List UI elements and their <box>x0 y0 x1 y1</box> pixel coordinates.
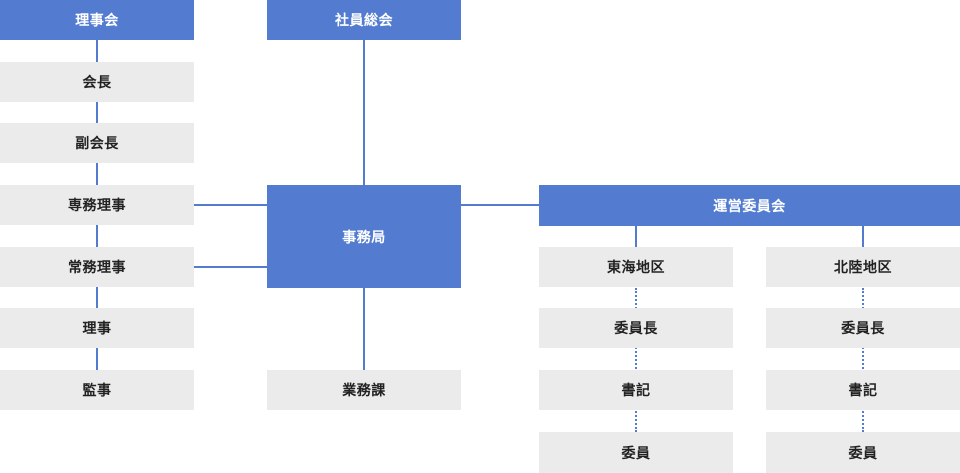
connector-meeting-secretariat <box>363 40 365 185</box>
connector-committee-tokai <box>635 226 637 247</box>
business-section-box: 業務課 <box>267 370 461 410</box>
board-role-vice-chairman: 副会長 <box>0 123 194 163</box>
board-role-senmu-director: 専務理事 <box>0 185 194 225</box>
connector-secretariat-committee <box>461 204 539 206</box>
secretariat-box: 事務局 <box>267 185 461 288</box>
tokai-role-chair: 委員長 <box>539 308 733 348</box>
dotted-connector-hokuriku <box>862 288 864 432</box>
tokai-role-member: 委員 <box>539 432 733 473</box>
board-role-director: 理事 <box>0 308 194 348</box>
region-hokuriku: 北陸地区 <box>766 247 960 287</box>
tokai-role-secretary: 書記 <box>539 370 733 410</box>
operating-committee-header: 運営委員会 <box>539 185 960 226</box>
connector-committee-hokuriku <box>862 226 864 247</box>
region-tokai: 東海地区 <box>539 247 733 287</box>
connector-senmu-secretariat <box>194 204 267 206</box>
board-role-auditor: 監事 <box>0 370 194 410</box>
dotted-connector-tokai <box>635 288 637 432</box>
hokuriku-role-member: 委員 <box>766 432 960 473</box>
general-meeting-box: 社員総会 <box>267 0 461 40</box>
board-header: 理事会 <box>0 0 194 40</box>
board-role-jomu-director: 常務理事 <box>0 247 194 287</box>
board-role-chairman: 会長 <box>0 62 194 102</box>
connector-jomu-secretariat <box>194 266 267 268</box>
hokuriku-role-chair: 委員長 <box>766 308 960 348</box>
hokuriku-role-secretary: 書記 <box>766 370 960 410</box>
connector-secretariat-business <box>363 288 365 370</box>
